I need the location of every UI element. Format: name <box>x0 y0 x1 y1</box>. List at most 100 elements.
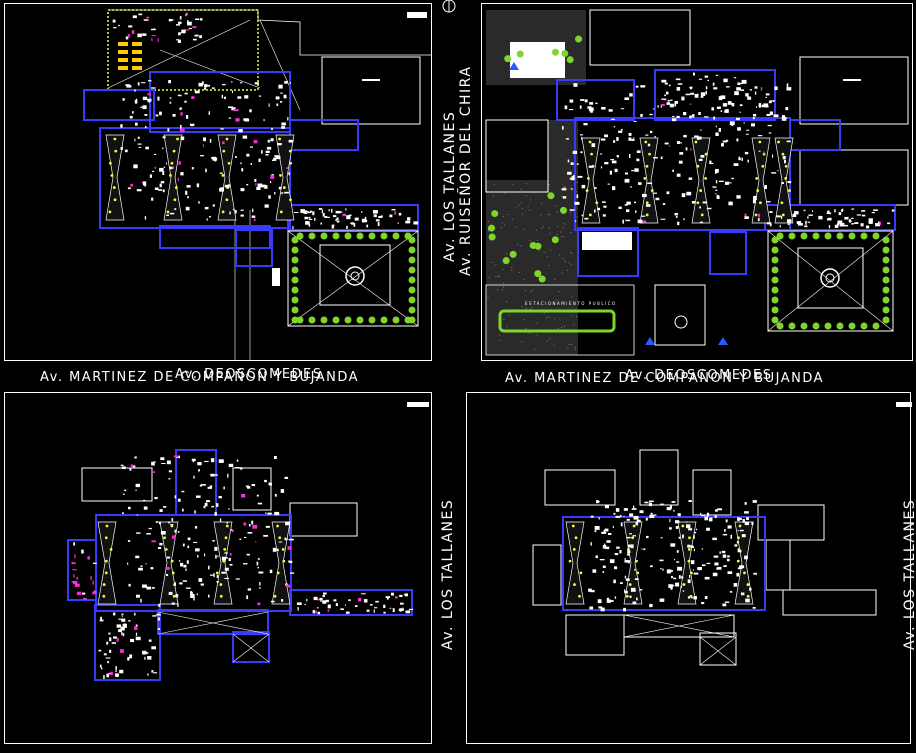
furniture-item <box>184 29 190 31</box>
furniture-item <box>199 18 203 21</box>
furniture-item <box>785 107 789 111</box>
planter <box>784 177 788 180</box>
furniture-item <box>118 629 122 633</box>
furniture-item <box>576 194 579 199</box>
furniture-item <box>593 187 596 189</box>
furniture-item <box>226 522 229 524</box>
hatch-dot <box>525 183 527 185</box>
furniture-item <box>147 656 152 660</box>
furniture-item <box>115 666 117 670</box>
planter <box>174 186 178 189</box>
furniture-item <box>285 521 290 526</box>
furniture-item <box>185 191 188 195</box>
furniture-item <box>786 140 791 143</box>
furniture-item <box>868 218 873 223</box>
furniture-item <box>134 138 136 142</box>
furniture-item <box>737 517 740 521</box>
furniture-item <box>263 119 265 122</box>
furniture-item <box>661 98 666 100</box>
furniture-item <box>614 168 618 173</box>
hatch-dot <box>549 233 551 235</box>
furniture-item <box>626 536 631 539</box>
furniture-item <box>273 157 277 161</box>
furniture-item <box>257 502 263 505</box>
furniture-item <box>562 196 567 199</box>
furniture-item <box>626 201 631 205</box>
furniture-item <box>142 105 147 110</box>
furniture-item <box>844 224 848 227</box>
light-court <box>565 521 585 605</box>
furniture-item <box>240 162 242 165</box>
building-block-east <box>799 149 909 206</box>
tree <box>561 49 569 57</box>
furniture-item <box>148 100 150 103</box>
drawing-frames <box>4 3 913 744</box>
furniture-item <box>340 608 344 610</box>
furniture-item <box>715 189 718 191</box>
furniture-item <box>240 209 244 211</box>
furniture-item <box>706 512 710 517</box>
tree <box>308 316 316 324</box>
tree <box>356 316 364 324</box>
furniture-item <box>563 186 567 188</box>
furniture-item <box>247 532 253 534</box>
furniture-item <box>676 550 679 553</box>
furniture-item <box>153 672 157 674</box>
light-court <box>271 521 291 605</box>
furniture-item <box>103 675 105 679</box>
planter <box>105 524 109 528</box>
furniture-item <box>887 222 891 225</box>
furniture-item <box>187 537 191 541</box>
furniture-item <box>739 518 742 520</box>
parking-bay <box>132 66 142 70</box>
furniture-item <box>186 185 191 188</box>
furniture-item <box>681 96 685 101</box>
furniture-item <box>127 33 130 38</box>
hatch-dot <box>521 213 523 215</box>
furniture-item <box>288 560 292 563</box>
furniture-item <box>146 586 152 590</box>
planter <box>645 164 649 168</box>
furniture-item <box>195 18 200 20</box>
furniture-item <box>253 140 258 144</box>
furniture-item <box>73 574 75 578</box>
hatch-dot <box>561 236 563 238</box>
furniture-item <box>739 565 745 569</box>
furniture-item <box>235 156 237 158</box>
tree <box>308 232 316 240</box>
tree <box>380 316 388 324</box>
tree <box>534 270 542 278</box>
furniture-item <box>644 501 649 504</box>
furniture-item <box>752 199 756 204</box>
furniture-item <box>774 86 778 91</box>
hatch-dot <box>573 324 575 326</box>
furniture-item <box>278 84 283 89</box>
furniture-item <box>591 143 596 148</box>
hatch-dot <box>499 340 501 341</box>
furniture-item <box>680 585 682 589</box>
planter <box>114 149 118 153</box>
furniture-item <box>597 599 602 604</box>
main-building-walls-2 <box>556 69 896 277</box>
furniture-item <box>760 87 763 91</box>
furniture-item <box>186 560 189 564</box>
furniture-item <box>715 180 718 184</box>
hatch-dot <box>541 227 542 229</box>
furniture-item <box>346 215 351 220</box>
furniture-item <box>623 515 625 517</box>
furniture-item <box>627 560 630 564</box>
furniture-item <box>595 187 597 189</box>
furniture-item <box>136 594 140 598</box>
main-walls-floor-2 <box>562 516 766 611</box>
furniture-item <box>632 535 636 537</box>
furniture-item <box>166 162 167 165</box>
furniture-item <box>660 218 666 220</box>
furniture-item <box>672 116 675 118</box>
planter <box>282 559 286 563</box>
furniture-item <box>687 579 691 584</box>
tree <box>291 236 299 244</box>
furniture-item <box>207 486 212 489</box>
furniture-item <box>188 28 192 30</box>
hatch-dot <box>548 264 550 266</box>
furniture-item <box>565 138 569 140</box>
